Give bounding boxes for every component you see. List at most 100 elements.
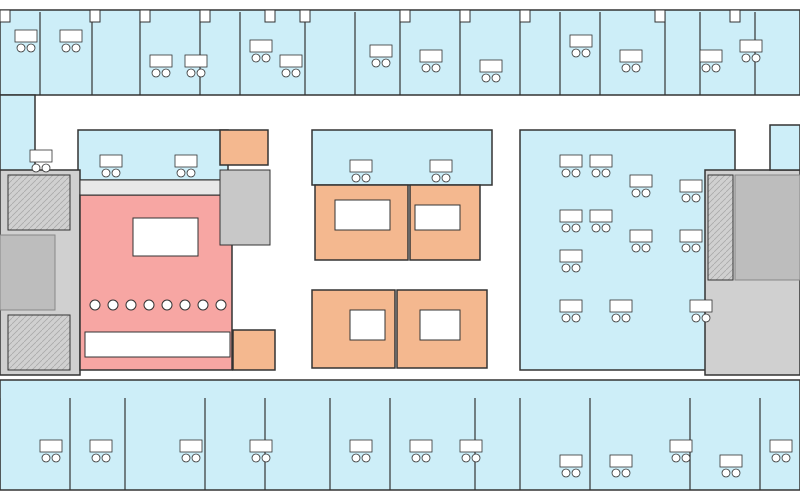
desk <box>559 154 583 168</box>
desk <box>369 44 393 58</box>
chair <box>581 48 591 58</box>
chair <box>143 299 155 311</box>
chair <box>561 313 571 323</box>
chair <box>701 63 711 73</box>
chair <box>71 43 81 53</box>
chair <box>691 243 701 253</box>
structural-column <box>299 9 311 23</box>
structural-column <box>459 9 471 23</box>
chair <box>731 468 741 478</box>
desk <box>629 229 653 243</box>
desk <box>179 439 203 453</box>
chair <box>611 313 621 323</box>
chair <box>261 453 271 463</box>
desk <box>349 439 373 453</box>
chair <box>16 43 26 53</box>
chair <box>411 453 421 463</box>
chair <box>51 453 61 463</box>
desk <box>429 159 453 173</box>
right-office <box>769 124 800 171</box>
chair <box>601 168 611 178</box>
chair <box>381 58 391 68</box>
desk <box>459 439 483 453</box>
chair <box>351 173 361 183</box>
chair <box>621 468 631 478</box>
chair <box>711 63 721 73</box>
chair <box>601 223 611 233</box>
chair <box>176 168 186 178</box>
chair <box>26 43 36 53</box>
chair <box>571 263 581 273</box>
chair <box>481 73 491 83</box>
chair <box>179 299 191 311</box>
chair <box>431 63 441 73</box>
chair <box>251 53 261 63</box>
chair <box>107 299 119 311</box>
chair <box>431 173 441 183</box>
chair <box>591 168 601 178</box>
chair <box>421 453 431 463</box>
chair <box>561 263 571 273</box>
desk <box>184 54 208 68</box>
chair <box>186 68 196 78</box>
desk <box>619 49 643 63</box>
chair <box>591 223 601 233</box>
chair <box>781 453 791 463</box>
chair <box>111 168 121 178</box>
conference-table <box>349 309 386 341</box>
structural-column <box>519 9 531 23</box>
chair <box>741 53 751 63</box>
chair <box>721 468 731 478</box>
desk <box>174 154 198 168</box>
stair-core <box>0 234 56 311</box>
desk <box>589 209 613 223</box>
chair <box>621 63 631 73</box>
chair <box>351 453 361 463</box>
chair <box>371 58 381 68</box>
chair <box>571 48 581 58</box>
desk <box>479 59 503 73</box>
chair <box>671 453 681 463</box>
small-room <box>232 329 276 371</box>
chair <box>621 313 631 323</box>
desk <box>249 439 273 453</box>
desk <box>559 454 583 468</box>
chair <box>571 313 581 323</box>
chair <box>681 453 691 463</box>
chair <box>461 453 471 463</box>
chair <box>681 243 691 253</box>
chair <box>631 63 641 73</box>
desk <box>39 439 63 453</box>
chair <box>361 453 371 463</box>
chair <box>215 299 227 311</box>
desk <box>739 39 763 53</box>
chair <box>181 453 191 463</box>
kitchen-counter <box>79 179 221 196</box>
desk <box>679 179 703 193</box>
chair <box>641 188 651 198</box>
chair <box>291 68 301 78</box>
chair <box>186 168 196 178</box>
desk <box>29 149 53 163</box>
desk <box>99 154 123 168</box>
elevator-shaft <box>7 174 71 231</box>
elevator-shaft <box>707 174 734 281</box>
center-offices <box>311 129 493 186</box>
desk <box>609 454 633 468</box>
structural-column <box>139 9 151 23</box>
chair <box>281 68 291 78</box>
chair <box>125 299 137 311</box>
chair <box>641 243 651 253</box>
elevator-shaft <box>7 314 71 371</box>
desk <box>14 29 38 43</box>
desk <box>609 299 633 313</box>
desk <box>349 159 373 173</box>
chair <box>471 453 481 463</box>
desk <box>629 174 653 188</box>
desk <box>249 39 273 53</box>
right-office-block <box>519 129 736 371</box>
chair <box>751 53 761 63</box>
desk <box>669 439 693 453</box>
chair <box>151 68 161 78</box>
